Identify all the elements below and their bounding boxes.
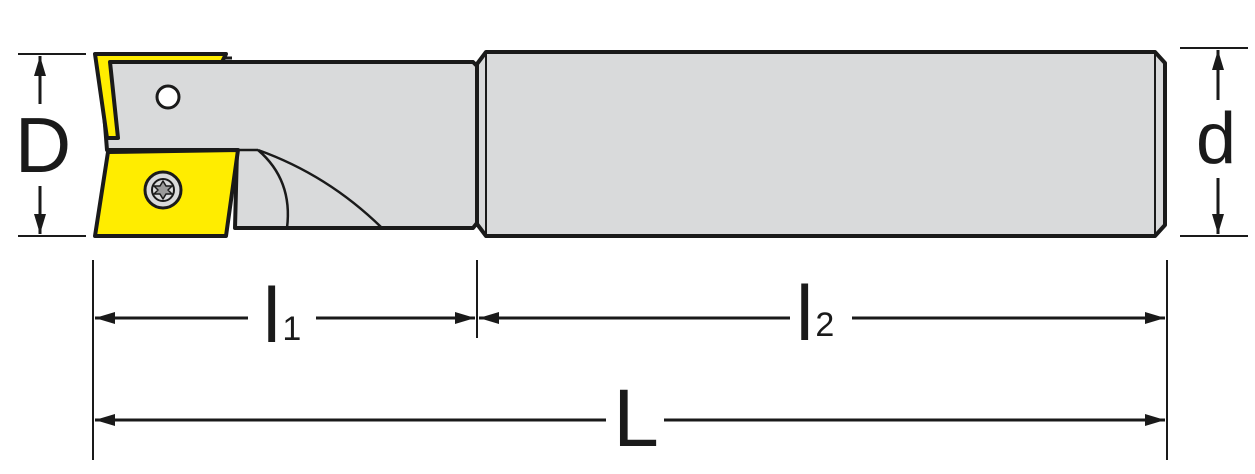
inserts — [93, 52, 240, 238]
torx-screw-icon — [143, 170, 183, 210]
dimension-d: d — [1180, 47, 1248, 237]
label-l2: l2 — [796, 269, 834, 357]
label-l1-main: l — [263, 271, 280, 359]
flute-curve-inner — [257, 149, 290, 229]
label-d: d — [1196, 99, 1236, 179]
coolant-hole-icon — [155, 84, 181, 110]
shank — [475, 50, 1167, 238]
dimension-l2: l2 — [479, 269, 1165, 357]
label-L: L — [613, 373, 659, 464]
label-l1: l1 — [263, 271, 301, 359]
dimension-L: L — [95, 373, 1165, 464]
label-l1-sub: 1 — [282, 310, 301, 348]
label-l2-main: l — [796, 269, 813, 357]
dimension-l1: l1 — [95, 271, 475, 359]
tool-body — [98, 50, 1167, 238]
dimension-D: D — [15, 53, 86, 237]
label-l2-sub: 2 — [815, 306, 834, 344]
flute-curve-outer — [257, 148, 383, 229]
upper-insert — [93, 52, 228, 140]
label-D: D — [15, 101, 71, 189]
